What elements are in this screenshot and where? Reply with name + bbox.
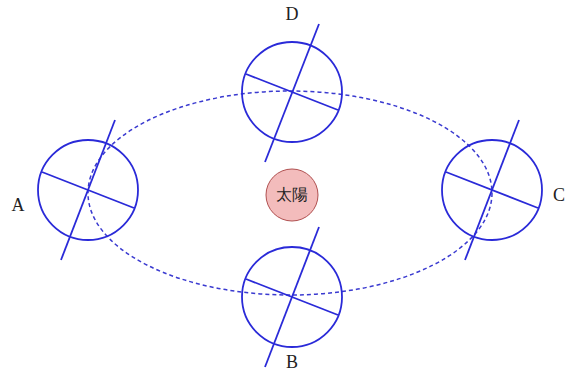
position-label: C: [553, 186, 565, 204]
earth-b: [242, 227, 342, 367]
position-label: D: [286, 5, 299, 23]
earth-d: [242, 24, 342, 162]
position-label: A: [12, 196, 25, 214]
sun-circle: 太陽: [265, 168, 319, 222]
earth-a: [38, 120, 138, 260]
earth-c: [442, 120, 542, 260]
orbit-path: [88, 91, 492, 295]
position-label: B: [286, 353, 298, 371]
sun-label: 太陽: [276, 185, 308, 206]
